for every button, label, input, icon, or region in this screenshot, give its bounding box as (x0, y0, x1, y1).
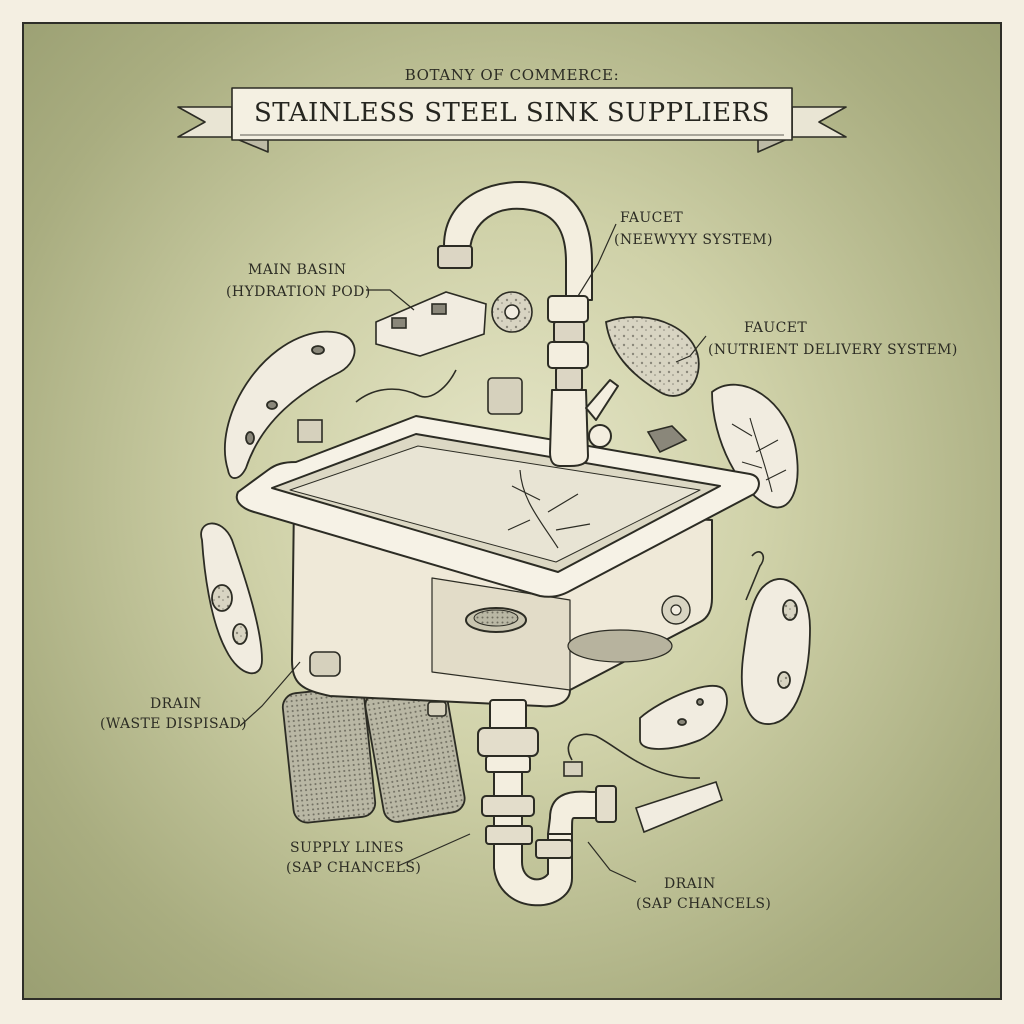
faucet-assembly (437, 181, 619, 467)
sink-basin (235, 415, 760, 708)
small-parts (297, 291, 765, 834)
callout-faucet-right-name: FAUCET (744, 320, 808, 336)
botanical-pods (200, 316, 811, 750)
diagram-title: STAINLESS STEEL SINK SUPPLIERS (254, 98, 770, 128)
callout-drain-left-name: DRAIN (150, 696, 202, 712)
drain-pipe-assembly (477, 699, 617, 907)
filter-pads (281, 681, 466, 824)
callout-drain-left-sub: (WASTE DISPISAD) (100, 716, 247, 732)
diagram-supertitle: BOTANY OF COMMERCE: (404, 66, 620, 84)
callout-faucet-right-sub: (NUTRIENT DELIVERY SYSTEM) (708, 342, 958, 358)
callout-main-basin-name: MAIN BASIN (248, 262, 347, 278)
callout-main-basin-sub: (HYDRATION POD) (226, 284, 371, 300)
callout-faucet-top-sub: (NEEWYYY SYSTEM) (614, 232, 773, 248)
title-ribbon-banner (177, 87, 847, 153)
callout-leader-lines (239, 223, 707, 883)
callout-supply-lines-name: SUPPLY LINES (290, 840, 405, 856)
callout-drain-bottom-name: DRAIN (664, 876, 716, 892)
callout-faucet-top-name: FAUCET (620, 210, 684, 226)
callout-supply-lines-sub: (SAP CHANCELS) (286, 860, 422, 876)
callout-drain-bottom-sub: (SAP CHANCELS) (636, 896, 772, 912)
